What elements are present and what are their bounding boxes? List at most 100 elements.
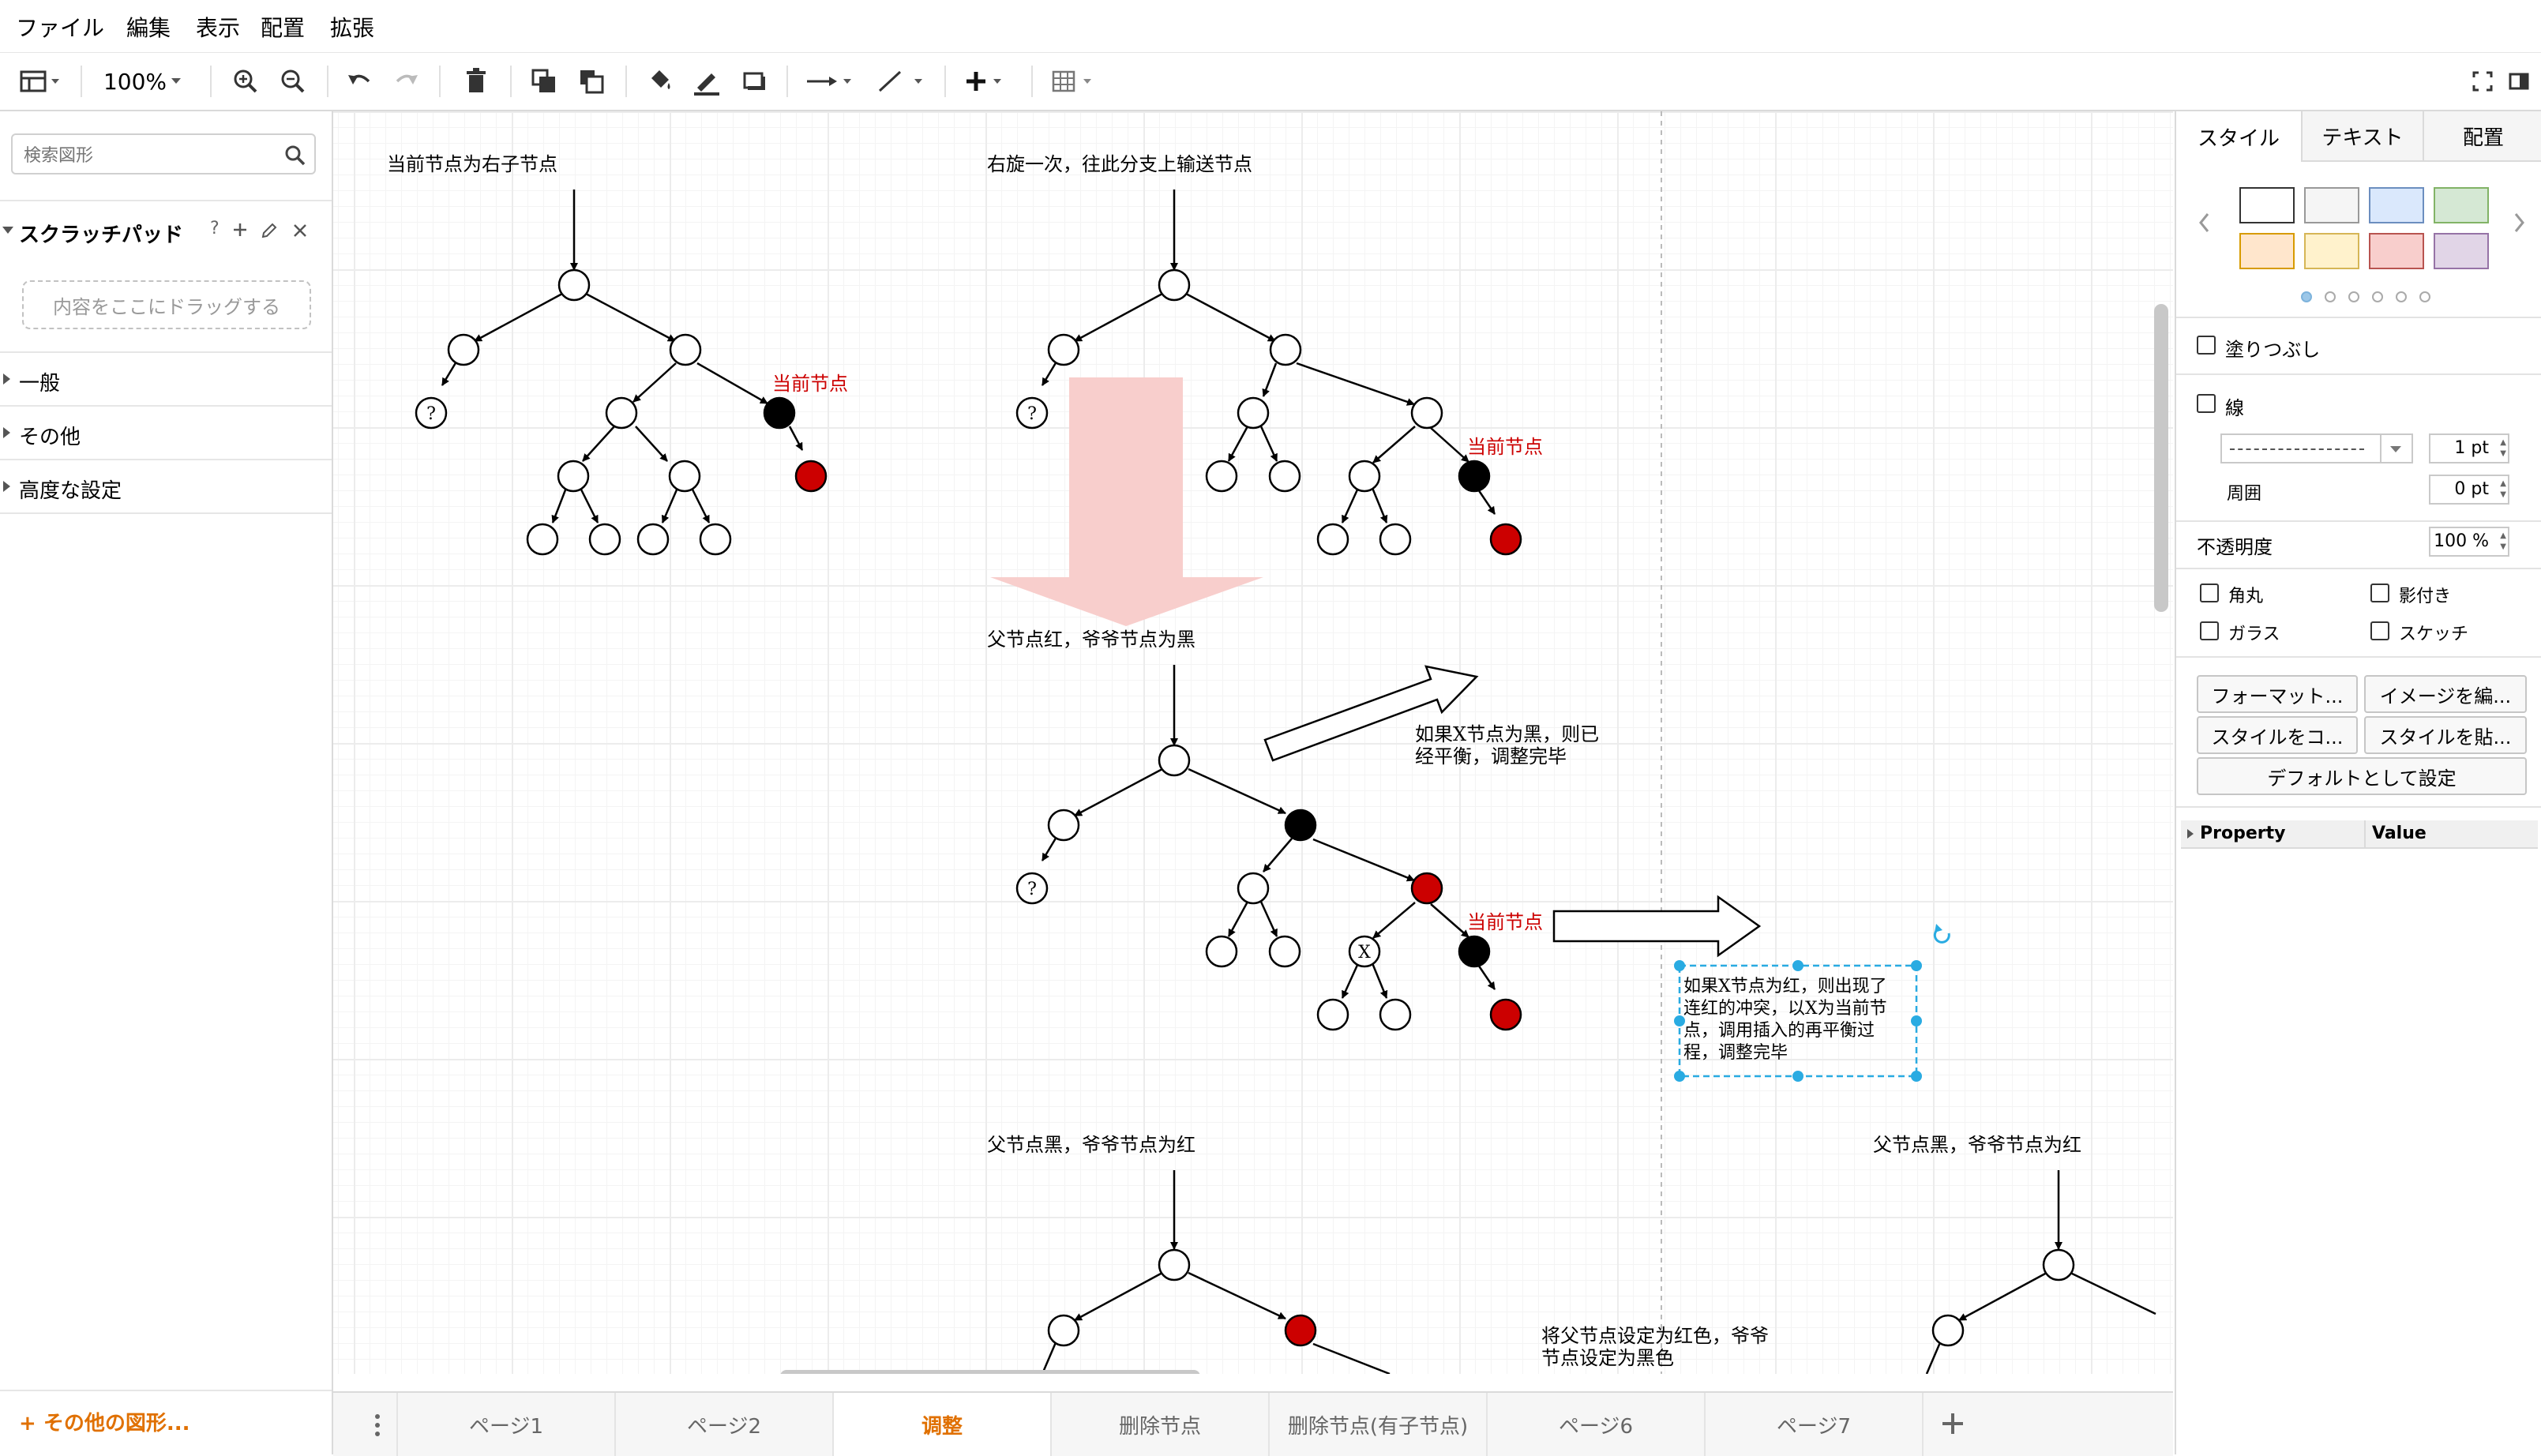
tree-node[interactable] (1015, 872, 1049, 905)
caption[interactable]: 父节点黑，爷爷节点为红 (1873, 1134, 2081, 1156)
tree-node[interactable] (2042, 1248, 2075, 1282)
current-node-label[interactable]: 当前节点 (772, 373, 848, 395)
search-input[interactable] (22, 141, 278, 170)
edit-style-button[interactable]: フォーマット... (2197, 675, 2358, 713)
big-down-arrow[interactable] (990, 377, 1263, 626)
section-misc[interactable]: その他 (0, 405, 332, 459)
sketch-checkbox[interactable] (2370, 621, 2389, 640)
tree-node-x[interactable] (1348, 935, 1381, 968)
current-node-label[interactable]: 当前节点 (1467, 436, 1543, 458)
note-line[interactable]: 如果X节点为黑，则已 (1415, 723, 1599, 745)
tree-node[interactable] (636, 523, 670, 556)
paste-style-button[interactable]: スタイルを貼... (2364, 716, 2527, 754)
stepper-icon[interactable]: ▲▼ (2500, 531, 2506, 551)
page-dot[interactable] (2396, 291, 2407, 302)
edit-image-button[interactable]: イメージを編... (2364, 675, 2527, 713)
style-swatch[interactable] (2304, 233, 2359, 269)
insert-button[interactable] (960, 53, 1015, 110)
rounded-checkbox[interactable] (2200, 584, 2219, 602)
line-width-input[interactable]: 1 pt▲▼ (2429, 433, 2509, 463)
tree-node[interactable] (1268, 935, 1301, 968)
scratchpad-drop-zone[interactable]: 内容をここにドラッグする (22, 280, 311, 329)
to-back-button[interactable] (572, 53, 611, 110)
chevron-left-icon[interactable] (2197, 211, 2213, 235)
shadow-button[interactable] (734, 53, 774, 110)
tree-node[interactable] (557, 460, 590, 493)
shadow-checkbox[interactable] (2370, 584, 2389, 602)
connection-style-button[interactable] (802, 53, 858, 110)
line-pattern-select[interactable] (2220, 433, 2413, 463)
fill-color-button[interactable] (640, 53, 679, 110)
collapse-panel-button[interactable] (2503, 53, 2535, 110)
tree-node[interactable] (669, 333, 702, 366)
edit-icon[interactable] (261, 222, 278, 239)
zoom-out-button[interactable] (273, 53, 313, 110)
tree-node[interactable] (1931, 1314, 1965, 1347)
selected-textbox[interactable]: 如果X节点为红，则出现了 连红的冲突，以X为当前节 点，调用插入的再平衡过 程，… (1674, 924, 1950, 1082)
tree-node[interactable] (1237, 396, 1270, 430)
tree-node[interactable] (1047, 333, 1080, 366)
glass-checkbox[interactable] (2200, 621, 2219, 640)
tab-page-delete-node[interactable]: 删除节点 (1052, 1393, 1270, 1456)
tab-page-6[interactable]: ページ6 (1488, 1393, 1706, 1456)
tree-node-black[interactable] (1284, 809, 1317, 842)
page-dot[interactable] (2372, 291, 2383, 302)
style-swatch[interactable] (2434, 187, 2489, 223)
tree-node[interactable] (1316, 523, 1349, 556)
tree-node[interactable] (1379, 998, 1412, 1031)
add-page-icon[interactable] (1939, 1410, 1966, 1437)
table-button[interactable] (1047, 53, 1102, 110)
style-swatch[interactable] (2434, 233, 2489, 269)
tree-node[interactable] (699, 523, 732, 556)
style-swatch[interactable] (2304, 187, 2359, 223)
tree-node[interactable] (557, 268, 591, 302)
tree-node[interactable] (668, 460, 701, 493)
resize-handles[interactable] (1674, 960, 1922, 1082)
section-general[interactable]: 一般 (0, 351, 332, 405)
note-line[interactable]: 将父节点设定为红色，爷爷 (1541, 1325, 1769, 1347)
undo-button[interactable] (340, 53, 379, 110)
tree-node[interactable] (1269, 333, 1302, 366)
page-dot[interactable] (2325, 291, 2336, 302)
format-panel-toggle-button[interactable] (11, 53, 69, 110)
tree-node[interactable] (1205, 935, 1238, 968)
tree-node-red[interactable] (1410, 872, 1443, 905)
tree-node[interactable] (1158, 744, 1191, 777)
tree-node-red[interactable] (1489, 523, 1522, 556)
menu-view[interactable]: 表示 (196, 15, 241, 41)
tree-node-black[interactable] (763, 396, 796, 430)
tab-text[interactable]: テキスト (2303, 111, 2424, 162)
menu-edit[interactable]: 編集 (126, 15, 171, 41)
fill-checkbox[interactable] (2197, 336, 2216, 355)
add-icon[interactable] (232, 222, 248, 238)
tree-node[interactable] (1047, 809, 1080, 842)
search-icon[interactable] (284, 144, 306, 167)
vertical-scrollbar[interactable] (2154, 304, 2168, 612)
style-swatch[interactable] (2369, 187, 2424, 223)
tab-page-1[interactable]: ページ1 (398, 1393, 616, 1456)
to-front-button[interactable] (524, 53, 564, 110)
close-icon[interactable] (292, 223, 308, 238)
more-vertical-icon[interactable] (373, 1412, 382, 1439)
current-node-label[interactable]: 当前节点 (1467, 911, 1543, 933)
horizontal-scrollbar[interactable] (780, 1370, 1200, 1374)
tab-page-adjust[interactable]: 调整 (834, 1393, 1052, 1456)
tree-node[interactable] (588, 523, 621, 556)
more-shapes-button[interactable]: + その他の図形... (19, 1412, 190, 1435)
page-dot[interactable] (2301, 291, 2312, 302)
chevron-right-icon[interactable] (2186, 828, 2195, 839)
caption[interactable]: 父节点红，爷爷节点为黑 (987, 629, 1195, 651)
diagram-canvas[interactable]: ? 当前节点为右子节点 当前节点 右旋一次，往此分支上输送节点 (333, 111, 2173, 1374)
tree-node[interactable] (1348, 460, 1381, 493)
style-swatch[interactable] (2239, 233, 2295, 269)
stepper-icon[interactable]: ▲▼ (2500, 438, 2506, 458)
tab-page-7[interactable]: ページ7 (1706, 1393, 1924, 1456)
style-swatch[interactable] (2369, 233, 2424, 269)
line-checkbox[interactable] (2197, 394, 2216, 413)
tree-node[interactable] (526, 523, 559, 556)
tree-node[interactable] (447, 333, 480, 366)
redo-button[interactable] (387, 53, 426, 110)
tree-node-black[interactable] (1458, 935, 1491, 968)
tree-node-red[interactable] (1284, 1314, 1317, 1347)
delete-button[interactable] (456, 53, 496, 110)
